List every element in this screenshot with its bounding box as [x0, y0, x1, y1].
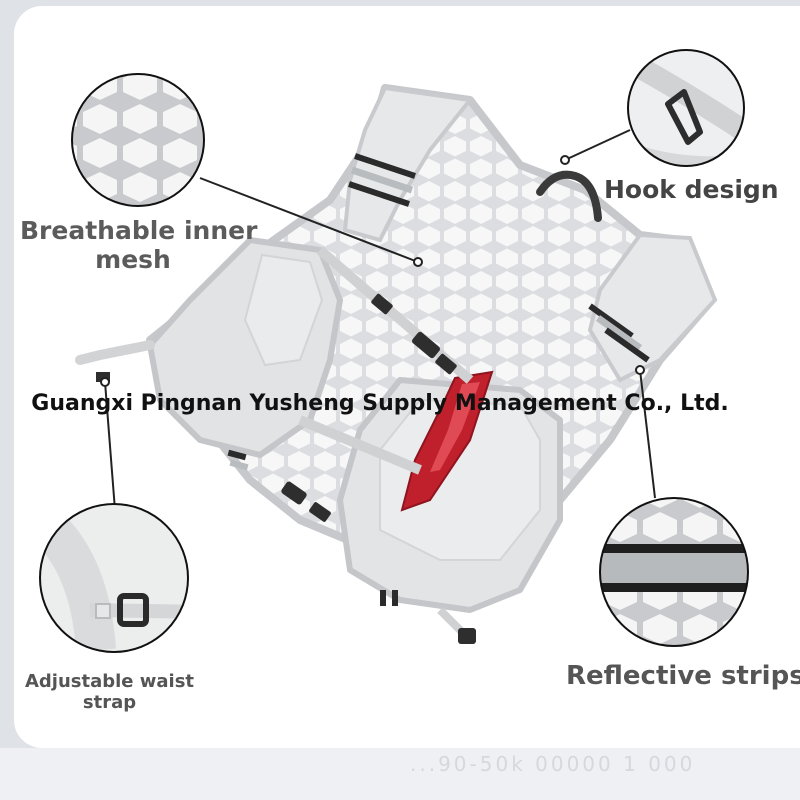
waist-strap-detail-circle [39, 503, 189, 653]
hook-design-label: Hook design [604, 175, 779, 204]
reflective-strips-label: Reflective strips [566, 661, 800, 691]
breathable-mesh-label: Breathable inner mesh [20, 216, 258, 275]
waist-label-line1: Adjustable waist [24, 671, 195, 692]
waist-label-line2: strap [82, 691, 137, 713]
waist-strap-label: Adjustable waist strap [22, 671, 197, 713]
reflective-strip-detail-circle [599, 497, 749, 647]
vest-body [75, 84, 718, 644]
mesh-detail-circle [71, 73, 205, 207]
leader-lines [100, 129, 656, 511]
breathable-label-line2: mesh [95, 244, 171, 274]
hook-detail-circle [627, 49, 745, 167]
bottom-band [0, 748, 800, 800]
strap-reflective-left [348, 153, 416, 207]
strap-reflective-right [588, 303, 650, 363]
company-watermark: Guangxi Pingnan Yusheng Supply Managemen… [31, 391, 729, 416]
breathable-label-line1: Breathable inner [20, 216, 258, 245]
bottom-faded-text: ...90-50k 00000 1 000 [410, 752, 696, 772]
